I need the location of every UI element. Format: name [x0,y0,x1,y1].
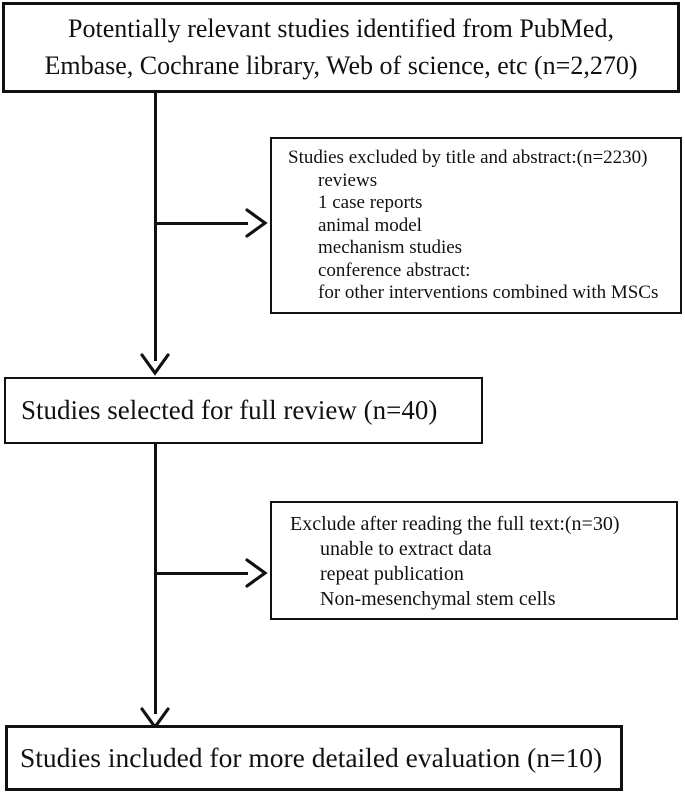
excluded-title-abstract-item: conference abstract: [318,259,471,281]
identified-studies-line-1: Potentially relevant studies identified … [68,14,614,43]
excluded-full-text-item: unable to extract data [320,538,492,560]
arrow-line-to-excluded-full-text [155,572,248,575]
excluded-title-abstract-title: Studies excluded by title and abstract:(… [288,147,648,168]
box-included-studies: Studies included for more detailed evalu… [5,725,623,791]
excluded-title-abstract-item: for other interventions combined with MS… [318,282,659,303]
excluded-title-abstract-item: mechanism studies [318,237,463,258]
excluded-title-abstract-item: animal model [318,214,422,236]
arrow-line-full-review-to-included [153,444,157,714]
included-studies-text: Studies included for more detailed evalu… [20,742,603,773]
full-review-text: Studies selected for full review (n=40) [21,395,438,425]
arrowhead-down-to-full-review-icon [140,353,170,376]
arrow-line-to-excluded-title-abstract [155,222,248,225]
arrowhead-right-to-excluded-title-abstract-icon [245,208,268,238]
arrow-line-identified-to-full-review [153,93,157,361]
box-identified-studies: Potentially relevant studies identified … [2,2,680,93]
identified-studies-line-2: Embase, Cochrane library, Web of science… [44,51,638,80]
excluded-title-abstract-item: 1 case reports [318,192,423,213]
excluded-title-abstract-item: reviews [318,169,378,191]
excluded-full-text-title: Exclude after reading the full text:(n=3… [290,513,620,535]
excluded-full-text-item: Non-mesenchymal stem cells [320,588,556,610]
box-excluded-full-text: Exclude after reading the full text:(n=3… [270,501,678,620]
box-excluded-title-abstract: Studies excluded by title and abstract:(… [270,137,682,314]
arrowhead-right-to-excluded-full-text-icon [245,558,268,588]
excluded-full-text-item: repeat publication [320,563,464,585]
box-full-review: Studies selected for full review (n=40) [4,377,483,444]
